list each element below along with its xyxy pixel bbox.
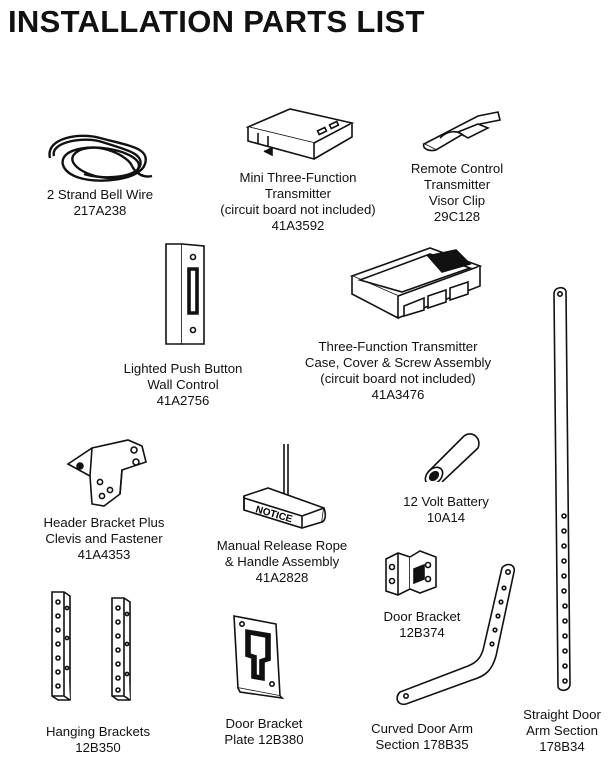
hanging-brackets-name: Hanging Brackets: [45, 724, 151, 739]
push-button-illustration: [162, 240, 212, 348]
transmitter-case-note: (circuit board not included): [320, 371, 476, 386]
door-bracket-plate-name-line2: Plate 12B380: [224, 732, 304, 747]
mini-transmitter-name-line1: Mini Three-Function: [239, 170, 357, 185]
push-button-name-line2: Wall Control: [147, 377, 219, 392]
visor-clip-name-line3: Visor Clip: [428, 193, 486, 208]
push-button-label: Lighted Push Button Wall Control 41A2756: [124, 361, 243, 409]
door-bracket-illustration: [380, 545, 442, 601]
mini-transmitter-illustration: [244, 103, 356, 163]
door-bracket-plate-illustration: [226, 610, 290, 700]
release-rope-label: Manual Release Rope & Handle Assembly 41…: [217, 538, 348, 586]
transmitter-case-label: Three-Function Transmitter Case, Cover &…: [305, 339, 491, 403]
mini-transmitter-part-number: 41A3592: [271, 218, 325, 233]
transmitter-case-part-number: 41A3476: [371, 387, 425, 402]
straight-arm-part-number: 178B34: [539, 739, 585, 754]
push-button-name-line1: Lighted Push Button: [123, 361, 243, 376]
transmitter-case-name-line2: Case, Cover & Screw Assembly: [304, 355, 492, 370]
bell-wire-name: 2 Strand Bell Wire: [46, 187, 154, 202]
bell-wire-part-number: 217A238: [73, 203, 127, 218]
mini-transmitter-name-line2: Transmitter: [264, 186, 332, 201]
header-bracket-label: Header Bracket Plus Clevis and Fastener …: [44, 515, 165, 563]
header-bracket-name-line1: Header Bracket Plus: [43, 515, 165, 530]
mini-transmitter-label: Mini Three-Function Transmitter (circuit…: [220, 170, 375, 234]
header-bracket-part-number: 41A4353: [77, 547, 131, 562]
push-button-part-number: 41A2756: [156, 393, 210, 408]
door-bracket-label: Door Bracket 12B374: [384, 609, 461, 641]
curved-arm-label: Curved Door Arm Section 178B35: [371, 721, 473, 753]
visor-clip-part-number: 29C128: [433, 209, 481, 224]
straight-arm-label: Straight Door Arm Section 178B34: [523, 707, 601, 755]
transmitter-case-illustration: [346, 240, 486, 324]
page-title: INSTALLATION PARTS LIST: [8, 4, 425, 39]
hanging-brackets-label: Hanging Brackets 12B350: [46, 724, 150, 756]
release-rope-illustration: NOTICE: [238, 444, 330, 532]
straight-arm-name-line1: Straight Door: [523, 707, 601, 722]
door-bracket-plate-name-line1: Door Bracket: [225, 716, 303, 731]
straight-arm-name-line2: Arm Section: [526, 723, 598, 738]
battery-label: 12 Volt Battery 10A14: [403, 494, 489, 526]
bell-wire-illustration: [40, 128, 160, 190]
mini-transmitter-note: (circuit board not included): [220, 202, 376, 217]
straight-arm-illustration: [548, 284, 580, 696]
release-rope-name-line1: Manual Release Rope: [216, 538, 348, 553]
battery-illustration: [414, 430, 484, 482]
curved-arm-name-line2: Section 178B35: [375, 737, 469, 752]
header-bracket-name-line2: Clevis and Fastener: [45, 531, 163, 546]
battery-part-number: 10A14: [426, 510, 466, 525]
visor-clip-illustration: [418, 108, 504, 154]
hanging-brackets-part-number: 12B350: [75, 740, 121, 755]
bell-wire-label: 2 Strand Bell Wire 217A238: [47, 187, 153, 219]
visor-clip-label: Remote Control Transmitter Visor Clip 29…: [411, 161, 503, 225]
door-bracket-part-number: 12B374: [399, 625, 445, 640]
door-bracket-plate-label: Door Bracket Plate 12B380: [224, 716, 303, 748]
header-bracket-illustration: [62, 436, 154, 510]
curved-arm-name-line1: Curved Door Arm: [371, 721, 473, 736]
visor-clip-name-line2: Transmitter: [423, 177, 491, 192]
visor-clip-name-line1: Remote Control: [410, 161, 504, 176]
battery-name: 12 Volt Battery: [403, 494, 489, 509]
release-rope-part-number: 41A2828: [255, 570, 309, 585]
transmitter-case-name-line1: Three-Function Transmitter: [318, 339, 478, 354]
release-rope-name-line2: & Handle Assembly: [224, 554, 340, 569]
hanging-brackets-illustration: [44, 588, 148, 706]
door-bracket-name: Door Bracket: [383, 609, 461, 624]
curved-arm-illustration: [390, 560, 520, 710]
